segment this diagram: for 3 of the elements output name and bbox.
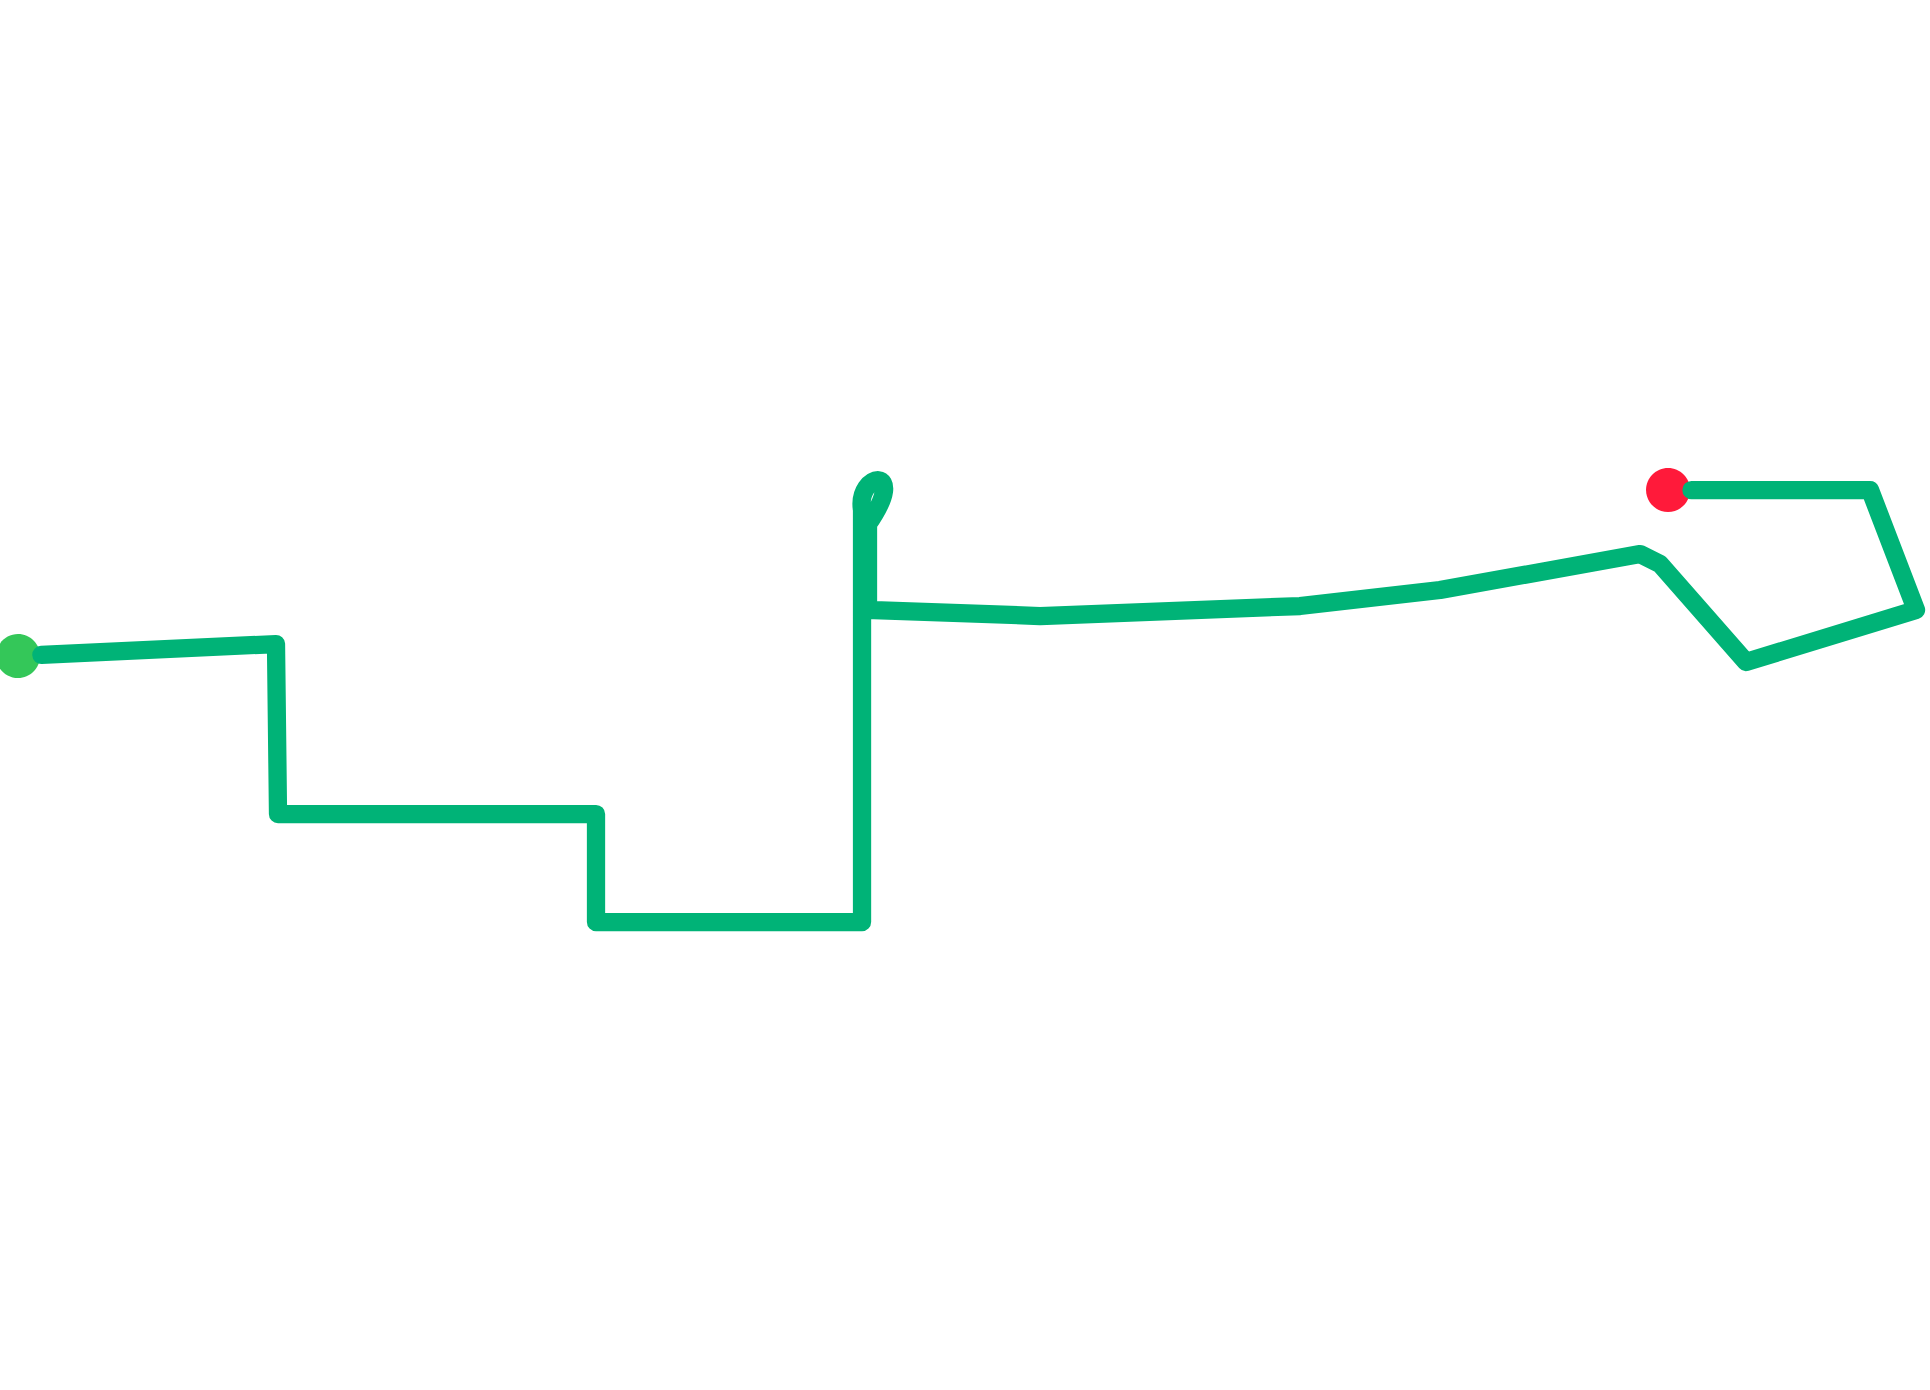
route-line xyxy=(32,471,1926,932)
route-point xyxy=(1646,468,1691,513)
route-point xyxy=(0,634,40,679)
